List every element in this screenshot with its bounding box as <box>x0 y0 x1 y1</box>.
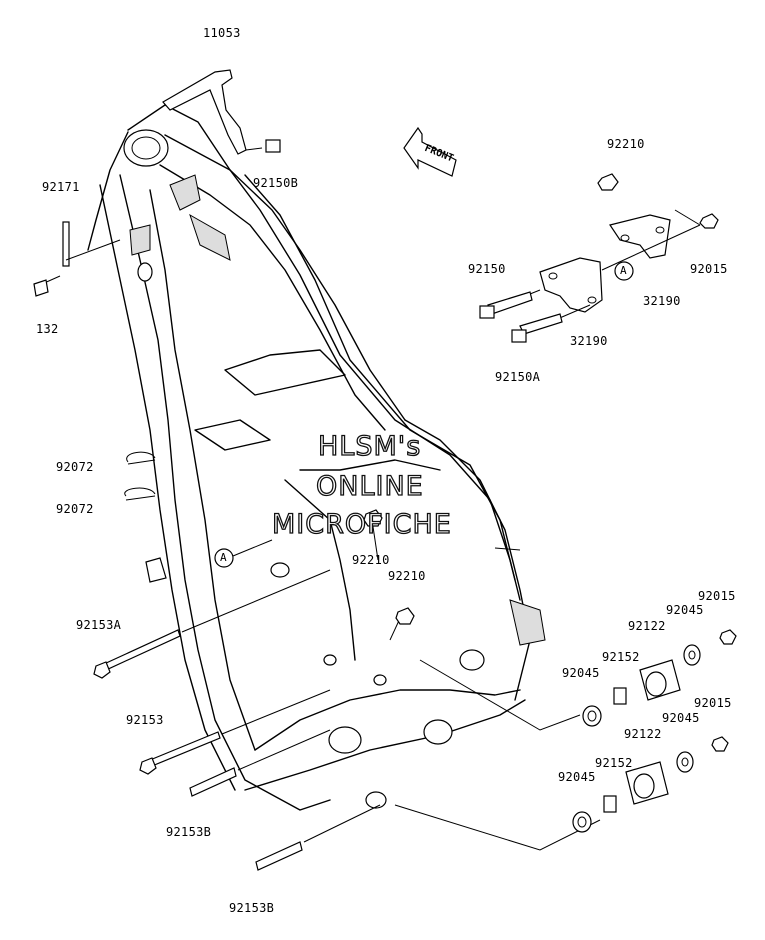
cable-clamps <box>124 451 167 583</box>
watermark-line-2: ONLINE <box>315 471 424 502</box>
part-label-92072-a[interactable]: 92072 <box>56 460 94 474</box>
main-frame <box>87 104 546 811</box>
part-label-92122-b[interactable]: 92122 <box>624 727 662 741</box>
clamp-92171 <box>33 221 121 297</box>
part-label-92210-mid1[interactable]: 92210 <box>352 553 390 567</box>
part-label-92152-a[interactable]: 92152 <box>602 650 640 664</box>
part-label-92072-b[interactable]: 92072 <box>56 502 94 516</box>
part-label-92210-mid2[interactable]: 92210 <box>388 569 426 583</box>
part-label-92015-top[interactable]: 92015 <box>690 262 728 276</box>
part-label-92045-c[interactable]: 92045 <box>662 711 700 725</box>
part-label-92045-b[interactable]: 92045 <box>562 666 600 680</box>
part-label-32190-mid[interactable]: 32190 <box>570 334 608 348</box>
pivot-hardware <box>572 629 737 833</box>
part-label-92150B[interactable]: 92150B <box>253 176 299 190</box>
part-label-92045-a[interactable]: 92045 <box>666 603 704 617</box>
part-label-92153A[interactable]: 92153A <box>76 618 122 632</box>
part-label-92122-a[interactable]: 92122 <box>628 619 666 633</box>
part-label-92015-b[interactable]: 92015 <box>694 696 732 710</box>
part-label-92210-top[interactable]: 92210 <box>607 137 645 151</box>
bracket-11053 <box>162 69 281 155</box>
callout-label-upper: A <box>620 264 627 277</box>
front-arrow <box>403 126 457 177</box>
part-label-92171[interactable]: 92171 <box>42 180 80 194</box>
callout-label-lower: A <box>220 551 227 564</box>
part-label-32190-right[interactable]: 32190 <box>643 294 681 308</box>
part-label-92153B-b[interactable]: 92153B <box>229 901 275 915</box>
part-label-92153B-a[interactable]: 92153B <box>166 825 212 839</box>
part-label-11053[interactable]: 11053 <box>203 26 241 40</box>
part-label-92150A[interactable]: 92150A <box>495 370 541 384</box>
part-label-132[interactable]: 132 <box>36 322 59 336</box>
watermark-line-3: MICROFICHE <box>271 509 452 540</box>
part-label-92150[interactable]: 92150 <box>468 262 506 276</box>
part-label-92045-d[interactable]: 92045 <box>558 770 596 784</box>
part-label-92152-b[interactable]: 92152 <box>595 756 633 770</box>
watermark-line-1: HLSM's <box>317 431 422 462</box>
part-label-92015-a[interactable]: 92015 <box>698 589 736 603</box>
long-bolts <box>93 629 303 871</box>
part-label-92153[interactable]: 92153 <box>126 713 164 727</box>
callout-circle-lower <box>214 548 234 568</box>
engine-mount-plates <box>479 173 719 343</box>
